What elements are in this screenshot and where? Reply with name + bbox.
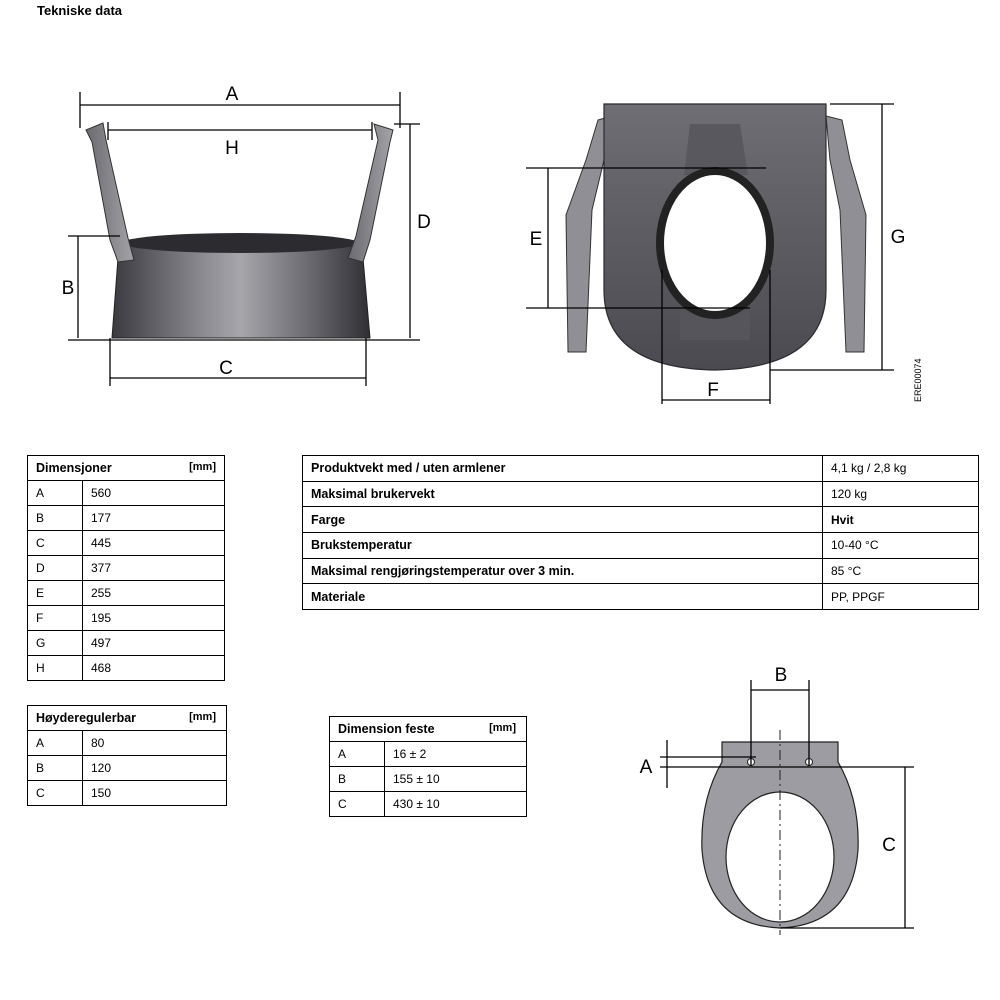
height-unit: [mm] (189, 711, 216, 723)
table-cell: 560 (82, 480, 225, 506)
dim-label-C: C (219, 358, 233, 379)
spec-value: Hvit (822, 506, 979, 534)
height-header: Høyderegulerbar (36, 711, 137, 725)
top-view-diagram: E F G ERE00074 (526, 103, 923, 404)
table-cell: B (329, 766, 385, 792)
dim-label-B: B (62, 278, 75, 299)
dimensions-header: Dimensjoner (36, 461, 112, 475)
spec-value: 10-40 °C (822, 532, 979, 559)
table-row: Maksimal rengjøringstemperatur over 3 mi… (302, 557, 979, 585)
table-cell: 150 (82, 780, 227, 806)
table-cell: C (27, 530, 83, 556)
spec-label: Maksimal brukervekt (302, 480, 823, 508)
table-header-row: Høyderegulerbar [mm] (27, 705, 227, 731)
table-cell: B (27, 505, 83, 531)
side-view-diagram: A H B C D (62, 84, 431, 386)
table-cell: 497 (82, 630, 225, 656)
product-code: ERE00074 (913, 358, 923, 402)
spec-value: 4,1 kg / 2,8 kg (822, 455, 979, 482)
table-cell: B (27, 755, 83, 781)
table-cell: 177 (82, 505, 225, 531)
dim-label-H: H (225, 138, 239, 159)
page-title: Tekniske data (37, 3, 123, 18)
spec-label: Maksimal rengjøringstemperatur over 3 mi… (302, 557, 823, 585)
table-header-row: Dimensjoner [mm] (27, 455, 225, 481)
table-cell: 195 (82, 605, 225, 631)
spec-value: PP, PPGF (822, 583, 979, 611)
dim-label-D: D (417, 212, 431, 233)
spec-label: Farge (302, 506, 823, 534)
dim-label-G: G (891, 227, 906, 248)
table-cell: C (329, 791, 385, 817)
spec-value: 85 °C (822, 557, 979, 585)
mount-label-A: A (640, 757, 653, 778)
table-cell: A (27, 480, 83, 506)
table-cell: G (27, 630, 83, 656)
table-cell: 16 ± 2 (384, 741, 527, 767)
table-cell: 430 ± 10 (384, 791, 527, 817)
table-cell: A (27, 730, 83, 756)
mount-label-B: B (775, 665, 788, 686)
table-cell: 468 (82, 655, 225, 681)
spec-label: Produktvekt med / uten armlener (302, 455, 823, 482)
table-header-row: Dimension feste [mm] (329, 716, 527, 742)
table-cell: 445 (82, 530, 225, 556)
table-cell: E (27, 580, 83, 606)
table-cell: 255 (82, 580, 225, 606)
table-cell: 155 ± 10 (384, 766, 527, 792)
table-cell: D (27, 555, 83, 581)
dim-label-A: A (226, 84, 239, 105)
dimensions-unit: [mm] (189, 461, 216, 473)
spec-value: 120 kg (822, 480, 979, 508)
table-cell: F (27, 605, 83, 631)
dim-label-E: E (530, 229, 543, 250)
table-cell: A (329, 741, 385, 767)
table-cell: H (27, 655, 83, 681)
attachment-unit: [mm] (489, 722, 516, 734)
mount-view-diagram: B A C (640, 665, 914, 935)
table-cell: 80 (82, 730, 227, 756)
spec-label: Brukstemperatur (302, 532, 823, 559)
attachment-header: Dimension feste (338, 722, 435, 736)
spec-label: Materiale (302, 583, 823, 611)
mount-label-C: C (882, 835, 896, 856)
table-cell: 120 (82, 755, 227, 781)
table-cell: C (27, 780, 83, 806)
dim-label-F: F (707, 380, 719, 401)
table-cell: 377 (82, 555, 225, 581)
